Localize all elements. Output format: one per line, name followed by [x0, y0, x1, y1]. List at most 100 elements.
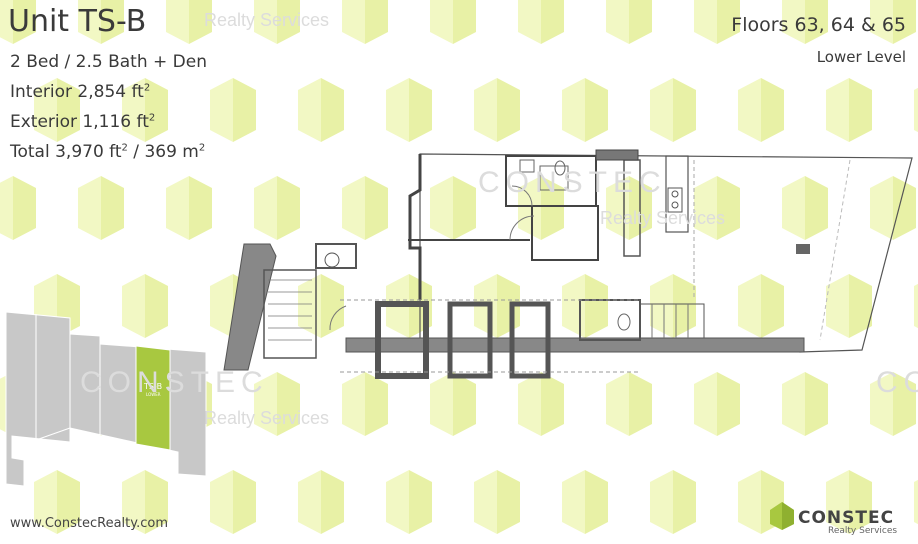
tub [539, 165, 569, 191]
pattern-hex [826, 470, 872, 534]
key-plan-highlight [135, 345, 171, 451]
elevator-lobby [315, 243, 357, 269]
floors-label: Floors 63, 64 & 65 [731, 14, 906, 36]
pattern-hex [254, 0, 300, 44]
pattern-hex [474, 78, 520, 142]
constec-logo-icon [770, 502, 794, 530]
pattern-hex [738, 274, 784, 338]
pattern-hex [122, 78, 168, 142]
column-2 [447, 301, 493, 379]
pattern-hex [430, 372, 476, 436]
pattern-hex [562, 78, 608, 142]
spec-beds-baths: 2 Bed / 2.5 Bath + Den [10, 52, 208, 72]
watermark-company: CONSTEC [80, 366, 269, 399]
pattern-hex [870, 372, 916, 436]
pattern-hex [870, 176, 916, 240]
pattern-hex [0, 0, 36, 44]
pattern-hex [518, 372, 564, 436]
column-interior [796, 244, 810, 254]
interior-stair [639, 303, 705, 339]
pattern-hex [122, 470, 168, 534]
pattern-hex [782, 372, 828, 436]
pattern-hex [650, 78, 696, 142]
pattern-hex [562, 470, 608, 534]
spec-interior: Interior 2,854 ft2 [10, 82, 151, 102]
logo-name: CONSTEC [798, 508, 895, 528]
door-swing-1 [509, 215, 535, 241]
powder-room [579, 299, 641, 341]
pattern-hex [606, 372, 652, 436]
pattern-hex [474, 470, 520, 534]
pattern-hex [298, 470, 344, 534]
pattern-hex [694, 176, 740, 240]
logo-sub: Realty Services [828, 526, 898, 536]
pattern-hex [122, 274, 168, 338]
pattern-hex [650, 470, 696, 534]
vent [595, 149, 639, 161]
pattern-hex [166, 176, 212, 240]
pattern-hex [782, 176, 828, 240]
watermark-company: CONSTEC [876, 366, 918, 399]
spec-exterior: Exterior 1,116 ft2 [10, 112, 156, 132]
pattern-hex [914, 283, 918, 329]
closet [531, 205, 599, 261]
pattern-hex [0, 176, 36, 240]
website-link[interactable]: www.ConstecRealty.com [10, 516, 168, 531]
watermark-company: CONSTEC [478, 166, 667, 199]
pattern-hex [34, 470, 80, 534]
interior-wall [408, 154, 422, 300]
watermark-realty: Realty Services [600, 208, 726, 228]
pattern-hex [650, 274, 696, 338]
pattern-hex [430, 176, 476, 240]
watermark-realty: Realty Services [204, 408, 330, 428]
pattern-hex [342, 0, 388, 44]
pattern-hex [254, 176, 300, 240]
column-1 [375, 301, 429, 379]
pattern-hex [826, 78, 872, 142]
pattern-hex [386, 470, 432, 534]
pattern-hex [298, 78, 344, 142]
pattern-hex [342, 372, 388, 436]
pattern-hex [738, 78, 784, 142]
column-3 [509, 301, 551, 379]
pattern-hex [210, 78, 256, 142]
door-swing-3 [329, 305, 347, 331]
door-swing-2 [511, 185, 533, 207]
pattern-hex [430, 0, 476, 44]
pattern-hex [694, 372, 740, 436]
stair-core-wall [223, 243, 277, 371]
pattern-hex [34, 78, 80, 142]
stair-treads [268, 279, 312, 341]
toilet-2 [617, 313, 631, 331]
pattern-hex [78, 0, 124, 44]
spec-total: Total 3,970 ft2 / 369 m2 [10, 142, 206, 162]
sink-1 [519, 159, 535, 173]
pattern-hex [386, 78, 432, 142]
pattern-hex [826, 274, 872, 338]
pattern-hex [606, 0, 652, 44]
pattern-hex [254, 372, 300, 436]
pattern-hex [870, 0, 916, 44]
pattern-hex [518, 176, 564, 240]
key-plan-unit-sublabel: LOWER [146, 392, 161, 397]
key-plan-unit-label: TS-B [143, 382, 162, 391]
pattern-hex [210, 470, 256, 534]
watermark-realty: Realty Services [204, 10, 330, 30]
toilet-1 [554, 160, 566, 176]
cooktop [667, 187, 683, 213]
stair [263, 269, 317, 359]
island [665, 155, 689, 233]
pattern-hex [166, 0, 212, 44]
key-plan: TS-B LOWER [5, 311, 207, 487]
pattern-hex [914, 479, 918, 525]
corridor-band [345, 337, 805, 353]
elevator-icon [324, 252, 340, 268]
level-label: Lower Level [816, 48, 906, 66]
pattern-hex [914, 87, 918, 133]
unit-title: Unit TS-B [8, 4, 147, 39]
pattern-hex [78, 176, 124, 240]
pattern-hex [342, 176, 388, 240]
pattern-hex [694, 0, 740, 44]
pattern-hex [518, 0, 564, 44]
